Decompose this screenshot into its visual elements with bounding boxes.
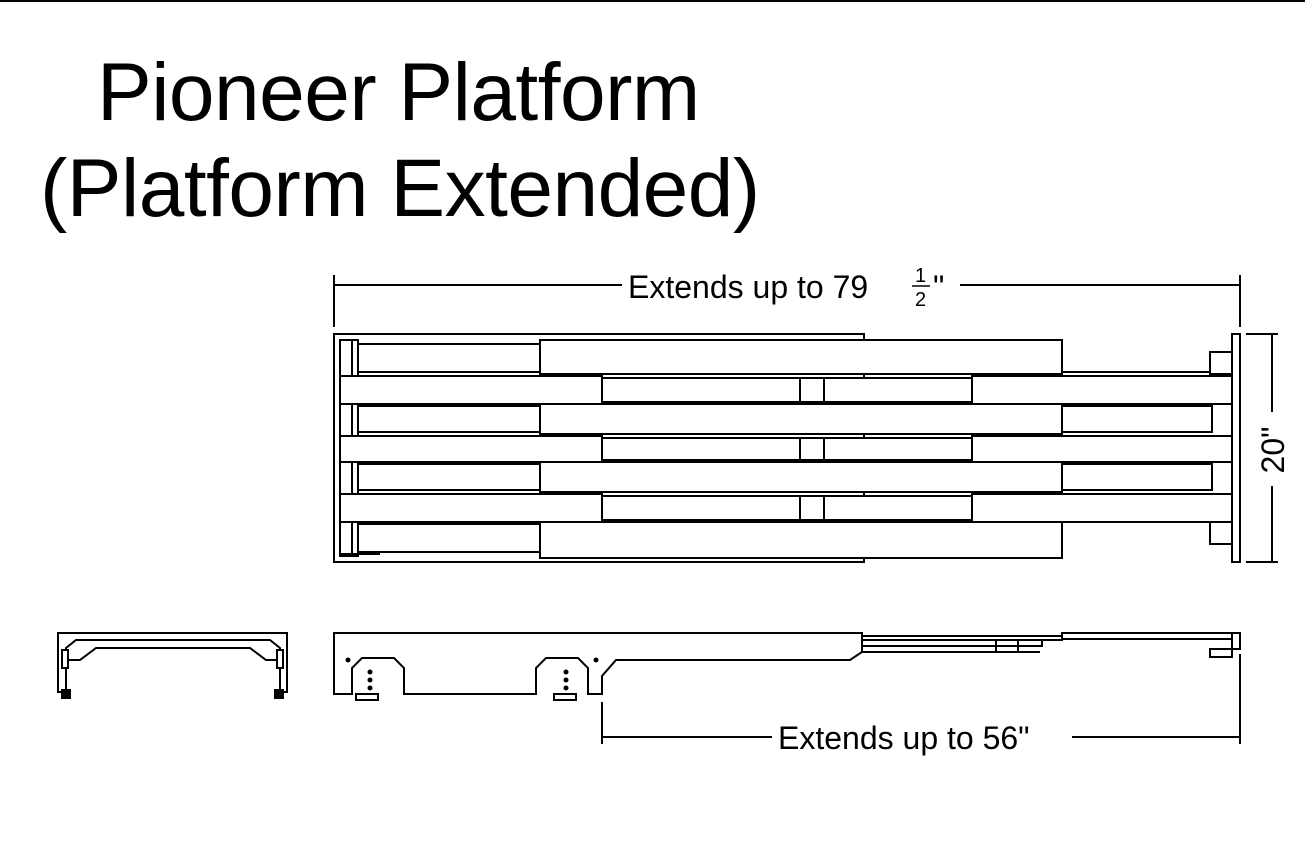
side-view-bolt-holes [345,657,599,691]
overall-length-inch-mark: " [933,269,944,305]
top-border-line [0,0,1305,2]
overall-length-fraction-numerator: 1 [915,265,926,287]
platform-side-view [333,632,1241,701]
width-label: 20" [1255,427,1291,474]
title-line-2: (Platform Extended) [40,143,760,234]
overall-length-label: Extends up to 79 [628,269,868,305]
overall-length-fraction-denominator: 2 [915,289,926,311]
platform-end-view [57,632,288,699]
overall-length-dimension [333,275,1241,327]
extension-label: Extends up to 56" [778,720,1030,756]
width-dimension [1246,333,1278,563]
extension-dimension [601,654,1241,744]
platform-top-view [333,333,1241,563]
title-line-1: Pioneer Platform [97,47,700,138]
